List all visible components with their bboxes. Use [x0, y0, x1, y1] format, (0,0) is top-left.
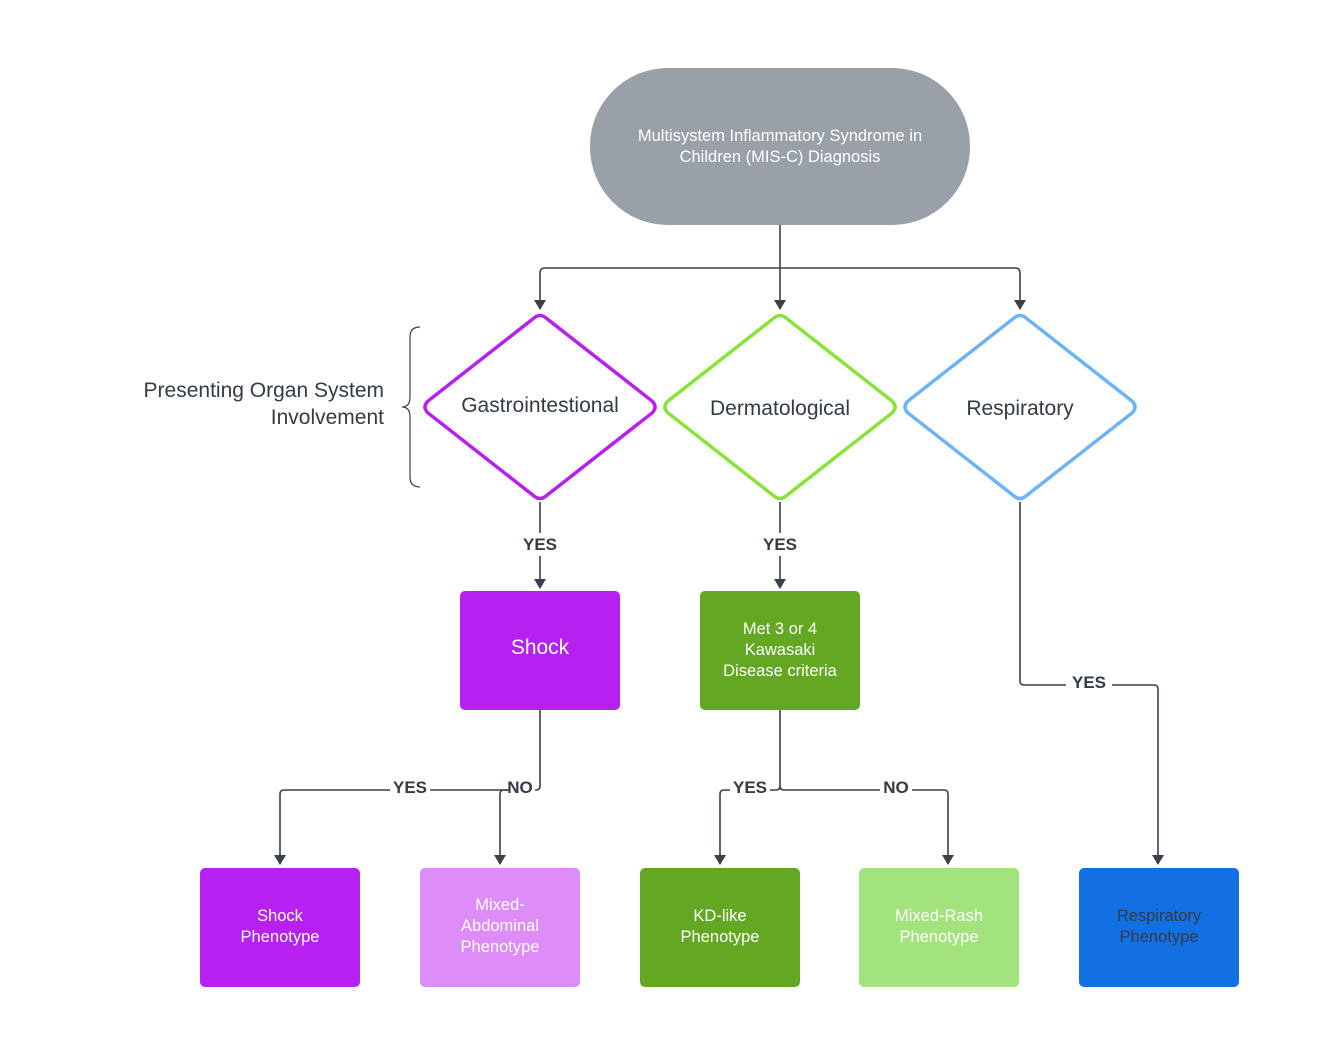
root-label-line2: Children (MIS-C) Diagnosis: [680, 148, 881, 166]
shock-phenotype-box: [200, 868, 360, 987]
decision-derm: Dermatological: [663, 313, 897, 501]
organ-system-label-line2: Involvement: [271, 406, 384, 429]
shock-box: [460, 591, 620, 710]
edge-root-to-gi: [534, 267, 780, 310]
kd-like-box: [640, 868, 800, 987]
connectors: [280, 225, 1158, 864]
kd-like-line1: KD-like: [693, 907, 746, 925]
diamond-gi-label: Gastrointestional: [461, 394, 619, 417]
root-terminator: [590, 68, 970, 225]
respiratory-phenotype-line1: Respiratory: [1117, 907, 1202, 925]
diamond-derm: [663, 313, 897, 501]
respiratory-phenotype-line2: Phenotype: [1120, 928, 1199, 946]
edge-shock-no: [494, 789, 510, 865]
outcome-shock-phenotype: Shock Phenotype: [200, 868, 360, 987]
edge-resp-to-outcome: [1019, 502, 1158, 864]
edge-label-resp-yes: YES: [1072, 673, 1106, 692]
diamond-resp-label: Respiratory: [966, 397, 1074, 420]
kd-like-line2: Phenotype: [681, 928, 760, 946]
mixed-rash-line1: Mixed-Rash: [895, 907, 983, 925]
diamond-resp: [903, 313, 1137, 501]
decision-resp: Respiratory: [903, 313, 1137, 501]
edge-kd-trunk: [779, 710, 948, 864]
kd-criteria-line2: Kawasaki: [745, 641, 816, 659]
criteria-kd: Met 3 or 4 Kawasaki Disease criteria: [700, 591, 860, 710]
outcome-mixed-rash: Mixed-Rash Phenotype: [859, 868, 1019, 987]
edge-labels: YES YES YES YES NO YES NO: [393, 535, 1106, 797]
decision-gi: Gastrointestional: [423, 313, 657, 501]
shock-phenotype-line2: Phenotype: [241, 928, 320, 946]
edge-label-shock-no: NO: [507, 778, 533, 797]
diamond-derm-label: Dermatological: [710, 397, 850, 420]
shock-box-label: Shock: [511, 636, 570, 659]
mixed-abdominal-line3: Phenotype: [461, 938, 540, 956]
organ-system-label-line1: Presenting Organ System: [144, 379, 384, 402]
mixed-abdominal-box: [420, 868, 580, 987]
kd-criteria-box: [700, 591, 860, 710]
mixed-abdominal-line2: Abdominal: [461, 917, 539, 935]
edge-shock-yes: [280, 789, 510, 864]
edge-label-kd-yes: YES: [733, 778, 767, 797]
mixed-rash-box: [859, 868, 1019, 987]
outcome-respiratory: Respiratory Phenotype: [1079, 868, 1239, 987]
organ-system-bracket: [401, 326, 421, 488]
organ-system-label: Presenting Organ System Involvement: [144, 379, 385, 429]
kd-criteria-line1: Met 3 or 4: [743, 620, 817, 638]
respiratory-phenotype-box: [1079, 868, 1239, 987]
edge-shock-trunk: [535, 710, 541, 791]
edge-label-derm-yes: YES: [763, 535, 797, 554]
outcome-mixed-abdominal: Mixed- Abdominal Phenotype: [420, 868, 580, 987]
criteria-shock: Shock: [460, 591, 620, 710]
edge-label-shock-yes: YES: [393, 778, 427, 797]
shock-phenotype-line1: Shock: [257, 907, 304, 925]
root-label-line1: Multisystem Inflammatory Syndrome in: [638, 127, 922, 145]
mixed-abdominal-line1: Mixed-: [475, 896, 525, 914]
edge-label-gi-yes: YES: [523, 535, 557, 554]
outcome-kd-like: KD-like Phenotype: [640, 868, 800, 987]
kd-criteria-line3: Disease criteria: [723, 662, 838, 680]
edge-label-kd-no: NO: [883, 778, 909, 797]
root-node: Multisystem Inflammatory Syndrome in Chi…: [590, 68, 970, 225]
edge-root-to-resp: [780, 267, 1026, 310]
edge-kd-yes: [720, 785, 781, 864]
diamond-gi: [423, 313, 657, 501]
mixed-rash-line2: Phenotype: [900, 928, 979, 946]
